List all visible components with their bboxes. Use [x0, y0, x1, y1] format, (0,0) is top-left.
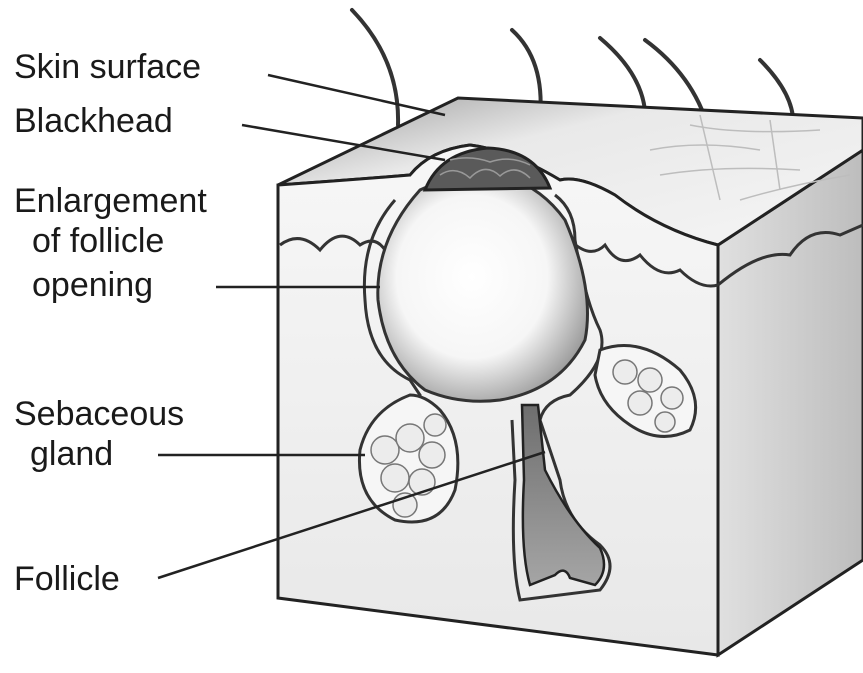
hair — [352, 10, 398, 125]
follicle-opening — [378, 175, 588, 401]
label-enlargement-2: of follicle — [32, 222, 164, 260]
label-follicle: Follicle — [14, 560, 120, 598]
leader-skin-surface — [268, 75, 445, 115]
label-enlargement-3: opening — [32, 266, 153, 304]
label-enlargement-1: Enlargement — [14, 182, 207, 220]
label-sebaceous-2: gland — [30, 435, 113, 473]
label-skin-surface: Skin surface — [14, 48, 201, 86]
label-blackhead: Blackhead — [14, 102, 173, 140]
label-sebaceous-1: Sebaceous — [14, 395, 184, 433]
